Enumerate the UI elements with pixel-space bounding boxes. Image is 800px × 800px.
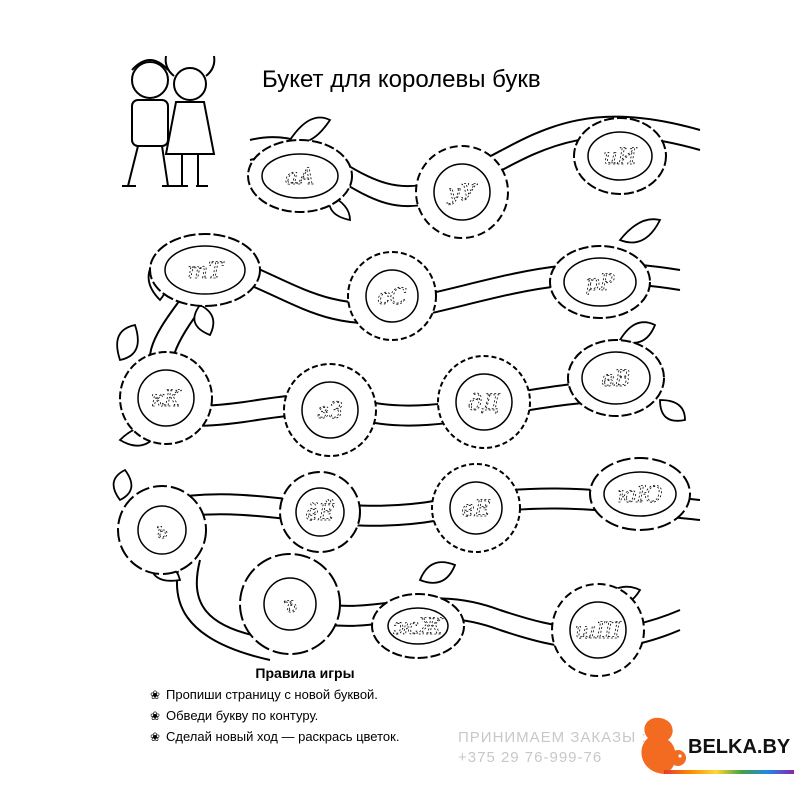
rule-item: ❀ Пропиши страницу с новой буквой. xyxy=(150,687,480,702)
flower-4 xyxy=(149,233,261,307)
brand-logo: BELKA.BY xyxy=(634,712,794,782)
watermark-line-1: ПРИНИМАЕМ ЗАКАЗЫ : xyxy=(458,729,647,746)
flower-letter-13: еЕ xyxy=(461,497,490,522)
flower-letter-8: зЗ xyxy=(317,399,343,424)
rule-item: ❀ Сделай новый ход — раскрась цветок. xyxy=(150,729,480,744)
flower-letter-3: иИ xyxy=(603,145,637,170)
flower-bullet-icon: ❀ xyxy=(150,687,161,702)
flower-10 xyxy=(567,339,665,417)
rule-text: Пропиши страницу с новой буквой. xyxy=(166,687,378,702)
flower-letter-15: ъ xyxy=(283,593,298,618)
flower-letter-2: уУ xyxy=(447,181,479,206)
rule-item: ❀ Обведи букву по контуру. xyxy=(150,708,480,723)
flower-letter-7: кК xyxy=(151,387,182,412)
flower-3 xyxy=(573,117,667,195)
rule-text: Сделай новый ход — раскрась цветок. xyxy=(166,729,400,744)
rules-title: Правила игры xyxy=(255,665,355,681)
flower-7 xyxy=(119,351,213,445)
flower-letter-1: аА xyxy=(285,165,315,190)
flower-letter-5: сС xyxy=(377,285,406,310)
brand-stripe xyxy=(664,770,794,774)
flower-bullet-icon: ❀ xyxy=(150,708,161,723)
flower-letter-10: вВ xyxy=(602,367,631,392)
order-watermark: ПРИНИМАЕМ ЗАКАЗЫ : +375 29 76-999-76 xyxy=(458,728,647,768)
squirrel-icon xyxy=(641,717,686,774)
flower-1 xyxy=(247,139,353,213)
flower-letter-11: ь xyxy=(156,519,168,544)
game-rules: Правила игры ❀ Пропиши страницу с новой … xyxy=(150,665,480,744)
flower-letter-9: дД xyxy=(468,391,501,416)
flower-2 xyxy=(415,145,509,239)
watermark-line-2: +375 29 76-999-76 xyxy=(458,749,603,766)
rule-text: Обведи букву по контуру. xyxy=(166,708,319,723)
flower-15 xyxy=(239,553,341,655)
flower-14 xyxy=(589,457,691,531)
leaves xyxy=(112,116,686,607)
flower-9 xyxy=(437,355,531,449)
children-illustration xyxy=(122,55,216,187)
flower-16 xyxy=(371,593,465,659)
flower-5 xyxy=(347,251,437,341)
flower-letter-4: тТ xyxy=(187,259,225,284)
flower-11 xyxy=(117,485,207,575)
page-title: Букет для королевы букв xyxy=(262,66,541,93)
flower-bullet-icon: ❀ xyxy=(150,729,161,744)
flower-6 xyxy=(549,245,651,319)
flower-12 xyxy=(279,471,361,553)
flower-letters: аА уУ иИ тТ сС рР кК зЗ дД вВ ь ёЁ еЕ юЮ… xyxy=(151,145,664,645)
flower-letter-17: шШ xyxy=(575,619,622,644)
flower-letter-12: ёЁ xyxy=(305,499,334,526)
flower-letter-16: жЖ xyxy=(393,615,444,640)
flower-13 xyxy=(431,463,521,553)
flower-letter-6: рР xyxy=(586,271,616,296)
flower-letter-14: юЮ xyxy=(617,483,663,508)
brand-name: BELKA.BY xyxy=(686,736,793,759)
flowers xyxy=(117,117,691,677)
flower-8 xyxy=(283,363,377,457)
flower-17 xyxy=(551,583,645,677)
